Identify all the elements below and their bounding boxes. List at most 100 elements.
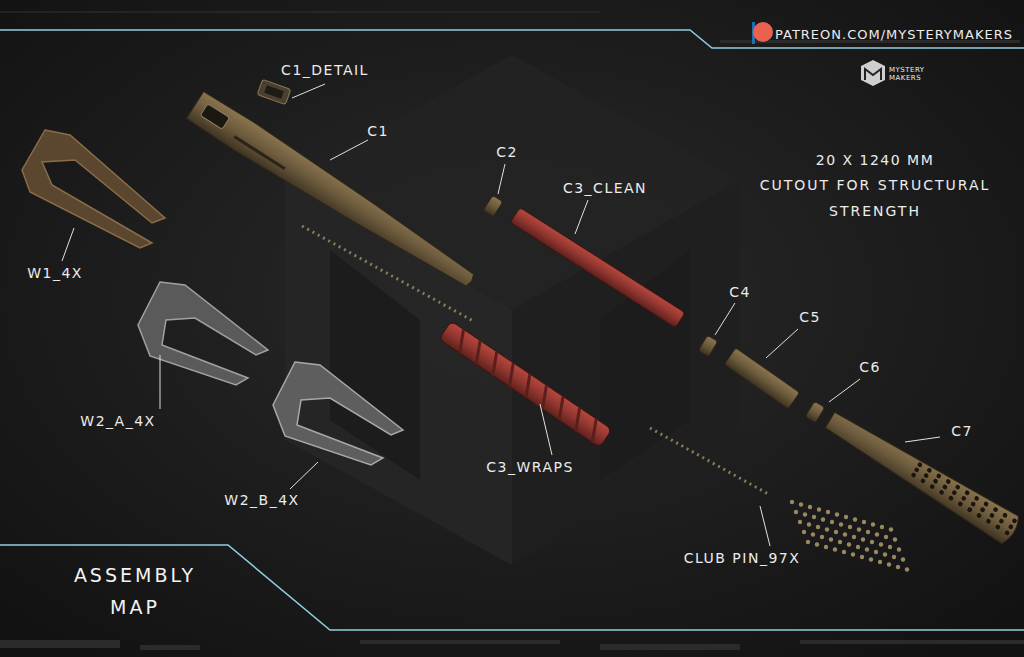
part-label: C2 (496, 143, 518, 161)
vent-hole (961, 495, 967, 501)
club-pin (812, 515, 816, 519)
vent-hole (1004, 530, 1010, 536)
club-pin (861, 537, 865, 541)
brand-logo (861, 60, 885, 86)
club-pin (829, 537, 833, 541)
part-label: C7 (951, 422, 973, 440)
club-pin (838, 540, 842, 544)
club-pin (879, 542, 883, 546)
club-pin (790, 500, 794, 504)
club-pin (820, 535, 824, 539)
vent-hole (917, 462, 923, 468)
title: ASSEMBLY MAP (45, 559, 225, 623)
club-pin (798, 520, 802, 524)
club-pin (896, 565, 900, 569)
watermark-logo (285, 55, 740, 565)
part-label: W1_4X (27, 264, 83, 282)
part-w2-b (273, 362, 403, 465)
club-pin (853, 517, 857, 521)
vent-hole (929, 483, 935, 489)
part-c3-wraps (439, 321, 612, 448)
vent-hole (998, 518, 1004, 524)
club-pin (830, 520, 834, 524)
club-pin (817, 507, 821, 511)
vent-hole (923, 472, 929, 478)
part-w2-a (138, 282, 268, 385)
vent-hole (957, 501, 963, 507)
vent-hole (989, 512, 995, 518)
part-c2 (483, 195, 503, 217)
vent-hole (948, 495, 954, 501)
vent-hole (955, 484, 961, 490)
vent-hole (936, 473, 942, 479)
club-pin (844, 515, 848, 519)
club-pin (892, 555, 896, 559)
club-pin (893, 537, 897, 541)
vent-hole (910, 472, 916, 478)
club-pin (869, 557, 873, 561)
vent-hole (973, 495, 979, 501)
club-pin (799, 502, 803, 506)
club-pin (878, 560, 882, 564)
club-pin (887, 562, 891, 566)
part-label: C1_DETAIL (281, 61, 369, 79)
vent-hole (979, 507, 985, 513)
club-pin (833, 547, 837, 551)
vent-hole (920, 478, 926, 484)
club-pin (808, 505, 812, 509)
tech-pattern (0, 40, 1024, 650)
club-pin (824, 545, 828, 549)
club-pin (842, 550, 846, 554)
club-pin (835, 512, 839, 516)
club-pin (802, 530, 806, 534)
club-pin (803, 512, 807, 516)
frame-line (0, 545, 1024, 630)
pin-cluster (790, 500, 909, 572)
vent-hole (970, 501, 976, 507)
part-c1 (186, 91, 481, 296)
club-pin (851, 552, 855, 556)
club-pin (901, 557, 905, 561)
club-pin (811, 532, 815, 536)
club-pin (825, 527, 829, 531)
club-pin (857, 527, 861, 531)
club-pin (865, 547, 869, 551)
dimension: 20 X 1240 MM (816, 151, 935, 169)
vent-hole (1011, 518, 1017, 524)
part-c4 (698, 335, 718, 357)
vent-hole (992, 506, 998, 512)
part-w1 (22, 130, 165, 248)
part-c6 (805, 401, 825, 423)
vent-hole (942, 484, 948, 490)
club-pin (862, 520, 866, 524)
vent-hole (995, 524, 1001, 530)
club-pin (806, 540, 810, 544)
club-pin (847, 542, 851, 546)
club-pin (852, 535, 856, 539)
leader-line (62, 84, 940, 546)
club-pin (816, 525, 820, 529)
club-pin (874, 550, 878, 554)
club-pin (884, 535, 888, 539)
frame-line (0, 12, 600, 13)
vent-hole (914, 467, 920, 473)
part-label: C4 (729, 283, 751, 301)
vent-hole (964, 490, 970, 496)
pin-row (650, 428, 770, 495)
part-label: C3_CLEAN (563, 179, 647, 197)
club-pin (826, 510, 830, 514)
part-c3-clean (510, 207, 685, 327)
note: CUTOUT FOR STRUCTURAL STRENGTH (745, 172, 1005, 224)
club-pin (889, 527, 893, 531)
part-c5 (724, 348, 799, 409)
club-pin (815, 542, 819, 546)
club-pin (821, 517, 825, 521)
patreon-icon (753, 22, 773, 42)
vent-hole (1002, 512, 1008, 518)
club-pin (866, 530, 870, 534)
vent-hole (932, 478, 938, 484)
club-pin (848, 525, 852, 529)
brand-name: MYSTERY MAKERS (889, 66, 929, 82)
url-text: PATREON.COM/MYSTERYMAKERS (775, 26, 1013, 44)
